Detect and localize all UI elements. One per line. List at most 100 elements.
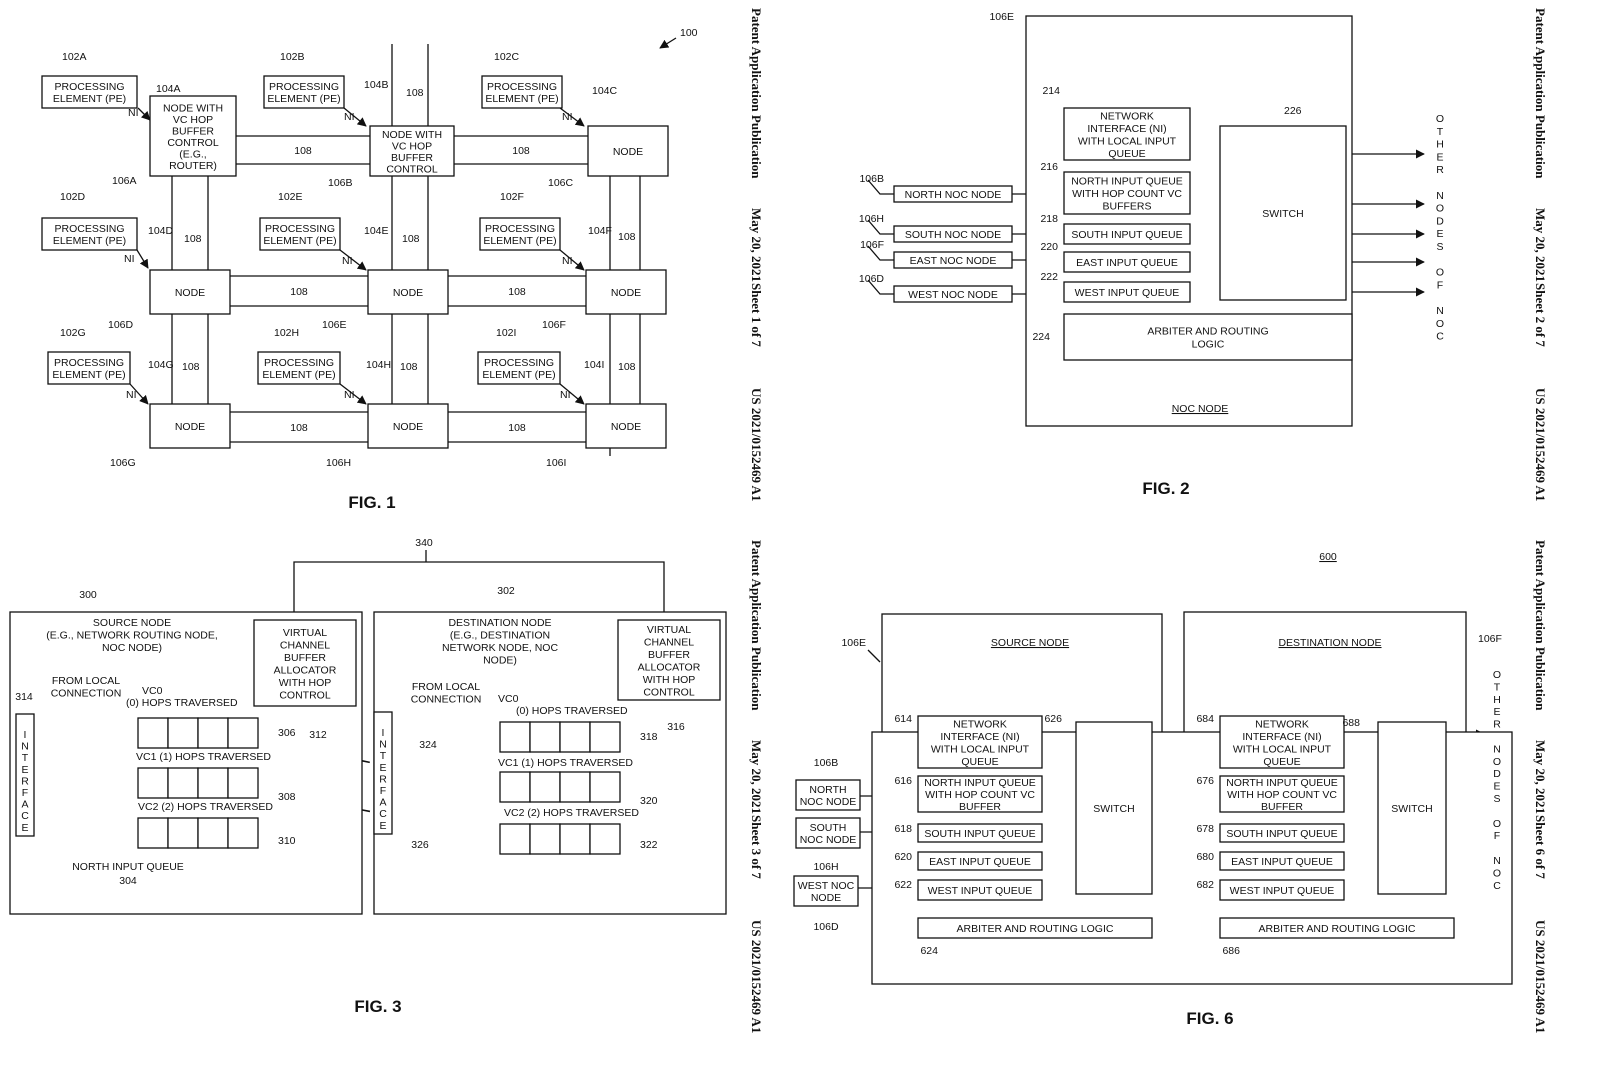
input-queue-3-label: WEST INPUT QUEUE [1230, 885, 1335, 897]
interface-letter: E [21, 764, 28, 776]
pe-102g [47, 351, 131, 385]
ni-ref: 684 [1196, 713, 1214, 725]
vc-ref: 320 [640, 795, 658, 807]
input-queue-0-label: NORTH INPUT QUEUE [924, 777, 1036, 789]
interface-letter: I [24, 729, 27, 741]
pe-ref: 102I [496, 327, 516, 339]
arbiter-ref: 686 [1222, 945, 1240, 957]
north-queue-ref: 304 [119, 875, 137, 887]
input-queue-0-label: NORTH INPUT QUEUE [1226, 777, 1338, 789]
input-noc-node [893, 285, 1013, 303]
header-date: May 20, 2021 [1533, 208, 1548, 282]
node-ref: 106G [110, 457, 136, 469]
node-106a-label: VC HOP [173, 114, 213, 126]
vc-allocator-destination-label: BUFFER [648, 649, 690, 661]
queue-ref: 218 [1040, 213, 1058, 225]
link-ref: 108 [294, 145, 312, 157]
pe-ref: 102D [60, 191, 86, 203]
ni-ref: 104H [366, 359, 391, 371]
input-noc-ref: 106H [859, 213, 884, 225]
source-ref: 300 [79, 589, 97, 601]
source-node-label: SOURCE NODE [93, 617, 171, 629]
pe-ref: 102C [494, 51, 520, 63]
other-nodes-letter: E [1493, 706, 1500, 718]
ni-label: NI [562, 111, 573, 123]
input-queue-2-label: EAST INPUT QUEUE [929, 856, 1031, 868]
queue-ref: 678 [1196, 823, 1214, 835]
other-nodes-letter: E [1493, 781, 1500, 793]
input-noc-node-label: NOC NODE [800, 834, 857, 846]
vc-buffer-cell [559, 721, 591, 753]
other-nodes-letter: D [1493, 768, 1501, 780]
node-106e [367, 269, 449, 315]
queue-ref: 682 [1196, 879, 1214, 891]
vc-buffer-cell [167, 767, 199, 799]
queue-ref: 216 [1040, 161, 1058, 173]
header-number: US 2021/0152469 A1 [749, 920, 764, 1033]
queue-ref: 220 [1040, 241, 1058, 253]
node-106c [587, 125, 669, 177]
ni-ref: 104G [148, 359, 174, 371]
switch-ref: 626 [1044, 713, 1062, 725]
pe-102e [259, 217, 341, 251]
pe-102d-label: ELEMENT (PE) [53, 235, 126, 247]
ref-326: 326 [411, 839, 429, 851]
vc-buffer-cell [499, 823, 531, 855]
ni-arrow [129, 383, 149, 405]
network-interface [917, 715, 1043, 769]
header-publication: Patent Application Publication [1533, 540, 1548, 711]
alloc-src-ref: 312 [309, 729, 327, 741]
network-interface-label: NETWORK [1255, 718, 1309, 730]
vc-buffer-cell [197, 717, 229, 749]
pe-102i [477, 351, 561, 385]
dest-ref: 302 [497, 585, 515, 597]
pe-102c-label: PROCESSING [487, 81, 557, 93]
arbiter-routing-logic [1219, 917, 1455, 939]
arbiter-routing-logic [917, 917, 1153, 939]
dest-node-label: NETWORK NODE, NOC [442, 642, 559, 654]
interface-letter: E [379, 820, 386, 832]
fig6-ref: 600 [1319, 551, 1337, 563]
input-queue-0-label: NORTH INPUT QUEUE [1071, 176, 1183, 188]
input-noc-node-label: SOUTH [810, 822, 847, 834]
input-queue-1 [1219, 823, 1345, 843]
node-106b [369, 125, 455, 177]
vc-buffer-cell [227, 767, 259, 799]
link-ref: 108 [182, 361, 200, 373]
ni-ref: 104E [364, 225, 389, 237]
input-noc-ref: 106D [859, 273, 885, 285]
diagram-text: Patent Application Publication May 20, 20… [15, 8, 1548, 1033]
node-ref: 106D [108, 319, 134, 331]
input-queue-0-label: BUFFER [1261, 801, 1303, 813]
interface-letter: R [21, 775, 29, 787]
interface-letter: R [379, 773, 387, 785]
interface-letter: F [380, 785, 386, 797]
network-interface-label: QUEUE [961, 756, 998, 768]
input-queue-1-label: SOUTH INPUT QUEUE [1071, 229, 1182, 241]
other-nodes-letter: H [1493, 694, 1501, 706]
network-interface-label: WITH LOCAL INPUT [1233, 743, 1332, 755]
dest-node-label: NODE) [483, 655, 517, 667]
input-noc-ref: 106F [860, 239, 884, 251]
input-queue-1-label: SOUTH INPUT QUEUE [1226, 828, 1337, 840]
pe-102b-label: PROCESSING [269, 81, 339, 93]
other-nodes-letter: O [1493, 867, 1501, 879]
vc-hops: VC1 (1) HOPS TRAVERSED [498, 757, 633, 769]
queue-ref: 620 [894, 851, 912, 863]
input-queue-1 [917, 823, 1043, 843]
from-local-label: FROM LOCAL [412, 681, 480, 693]
node-106h [367, 403, 449, 449]
header-sheet: Sheet 1 of 7 [749, 283, 764, 347]
header-date: May 20, 2021 [749, 208, 764, 282]
pe-102f-label: PROCESSING [485, 223, 555, 235]
other-nodes-letter: C [1493, 880, 1501, 892]
input-noc-node-label: NORTH [809, 784, 846, 796]
pe-102f-label: ELEMENT (PE) [483, 235, 556, 247]
noc-node-ref: 106E [989, 11, 1014, 23]
other-nodes-letter: O [1436, 318, 1444, 330]
north-queue-label: NORTH INPUT QUEUE [72, 861, 184, 873]
ni-ref: 104A [156, 83, 181, 95]
vc-hops: VC2 (2) HOPS TRAVERSED [138, 801, 273, 813]
input-noc-node [793, 875, 859, 907]
node-ref: 106B [328, 177, 353, 189]
